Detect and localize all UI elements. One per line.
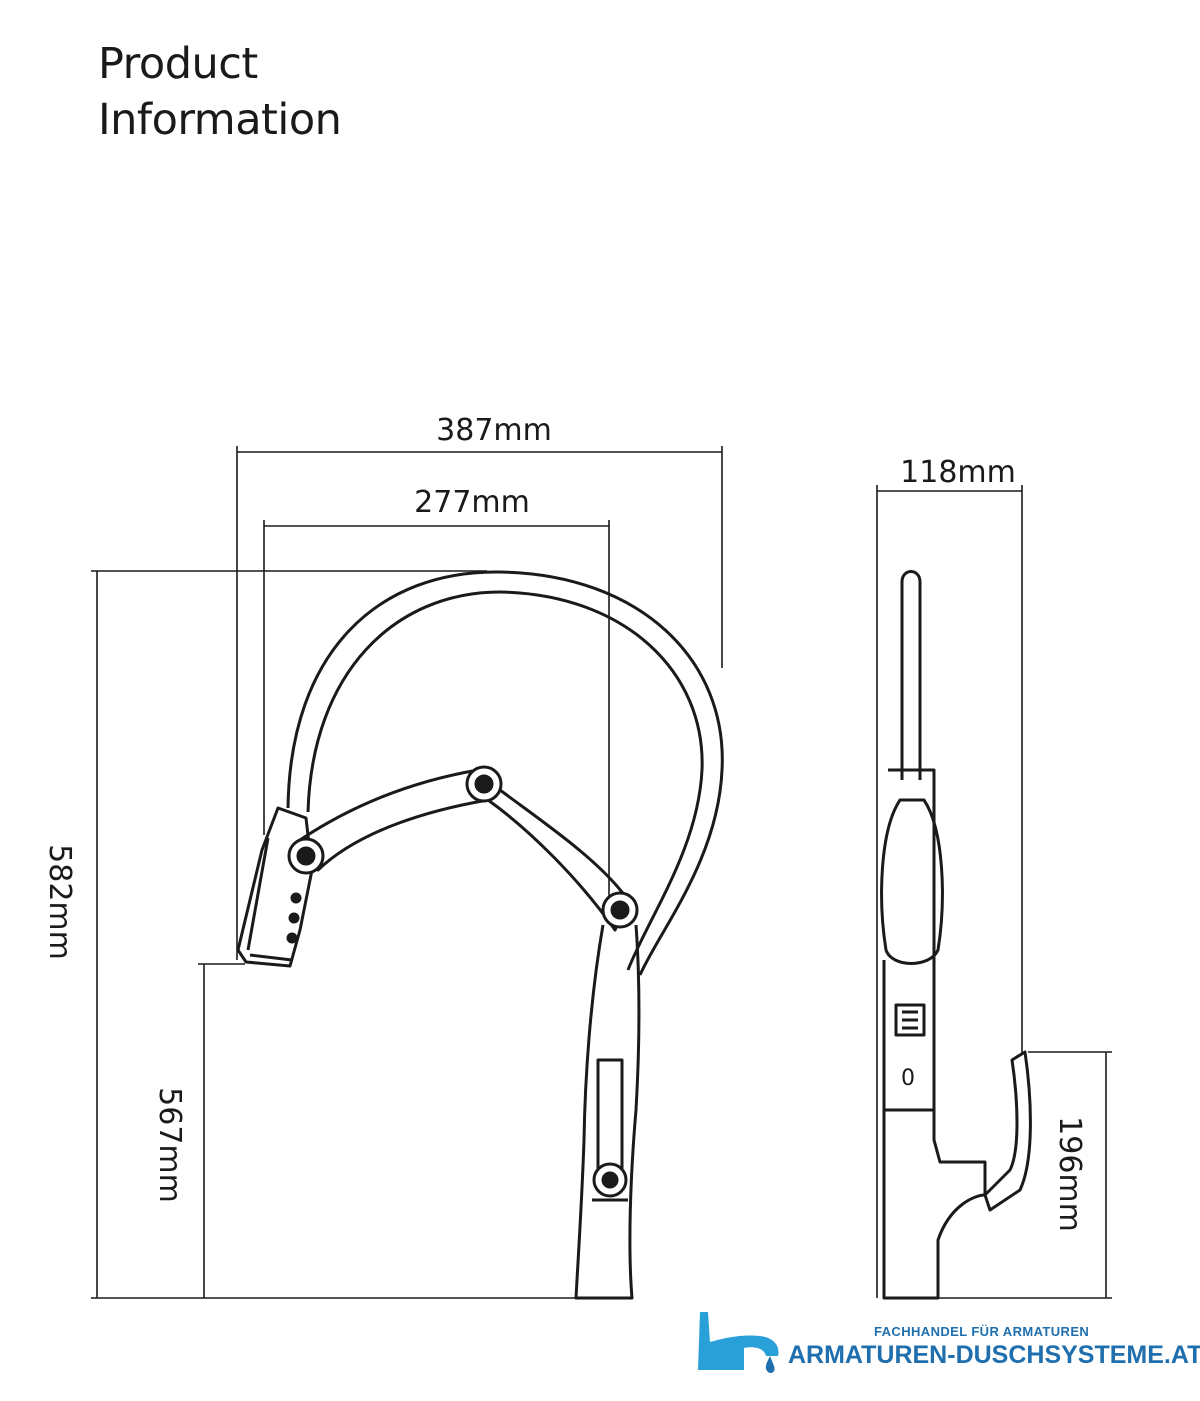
arm-joint-left-core	[296, 846, 316, 866]
dim-label-118: 118mm	[900, 455, 1016, 490]
hose-arch-outer	[286, 570, 724, 976]
spray-button-2	[288, 912, 300, 924]
page-title: Product Information	[98, 36, 342, 148]
spray-nozzle	[249, 953, 293, 962]
arm-joint-top-core	[474, 774, 494, 794]
side-indicator: 0	[901, 1066, 915, 1091]
brand-name: ARMATUREN-DUSCHSYSTEME.AT	[788, 1341, 1200, 1369]
dim-label-277: 277mm	[414, 485, 530, 520]
logo-tap-shape	[698, 1312, 779, 1370]
arm-joint-right-core	[610, 900, 630, 920]
dim-label-582: 582mm	[42, 844, 77, 960]
dim-label-387: 387mm	[436, 413, 552, 448]
side-body	[882, 960, 987, 1300]
title-line-information: Information	[98, 95, 342, 145]
dimension-lines	[91, 446, 1112, 1299]
handle-knob-core	[601, 1171, 619, 1189]
hose-arch-inner	[306, 590, 704, 971]
logo-drop-icon	[765, 1356, 775, 1374]
side-display	[894, 1003, 926, 1037]
brand-logo-icon	[698, 1312, 779, 1374]
articulated-arm	[298, 768, 630, 932]
faucet-body	[574, 924, 641, 1300]
faucet-front-view	[236, 570, 724, 1300]
brand-tagline: FACHHANDEL FÜR ARMATUREN	[874, 1324, 1090, 1339]
title-line-product: Product	[98, 39, 258, 89]
dim-label-567: 567mm	[152, 1087, 187, 1203]
handle-slot	[596, 1058, 624, 1182]
side-hose	[900, 570, 922, 780]
side-spray-head	[880, 798, 944, 965]
spray-head-edge	[246, 837, 270, 951]
dim-label-196: 196mm	[1052, 1116, 1087, 1232]
side-lever	[983, 1050, 1032, 1212]
spray-button-1	[290, 892, 302, 904]
faucet-side-view	[880, 570, 1032, 1300]
side-neck	[888, 768, 936, 960]
spray-button-3	[286, 932, 298, 944]
